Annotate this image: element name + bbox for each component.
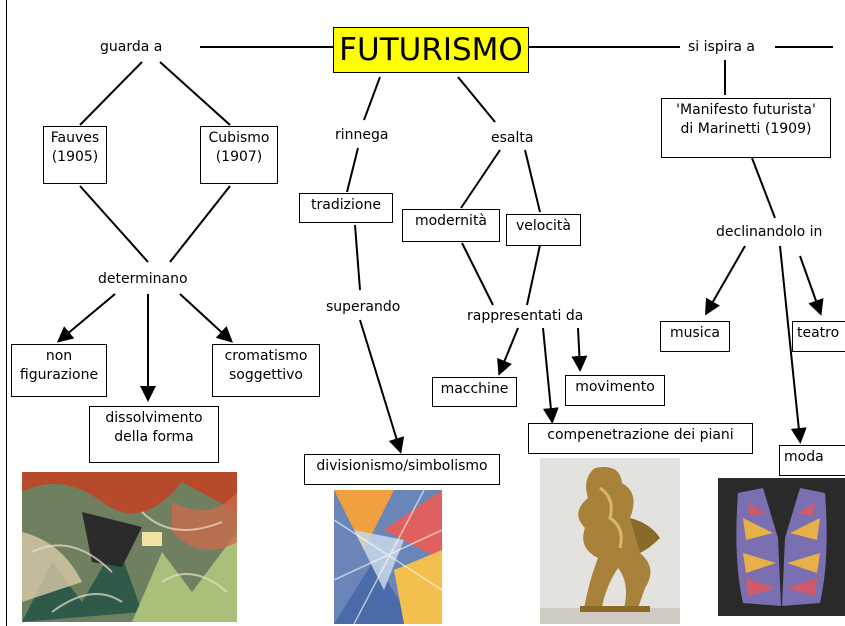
box-macchine: macchine [432, 377, 517, 407]
box-non-figurazione: non figurazione [11, 344, 107, 397]
box-fauves-line1: Fauves [50, 130, 100, 146]
box-manifesto-line1: 'Manifesto futurista' [676, 102, 816, 118]
box-non-figurazione-line1: non [45, 348, 73, 364]
box-manifesto: 'Manifesto futurista' di Marinetti (1909… [661, 98, 831, 158]
label-guarda-a: guarda a [100, 39, 163, 55]
box-divisionismo: divisionismo/simbolismo [304, 454, 500, 485]
box-non-figurazione-line2: figurazione [19, 367, 99, 383]
box-compenetrazione: compenetrazione dei piani [528, 423, 753, 454]
box-fauves: Fauves (1905) [43, 126, 107, 184]
label-superando: superando [326, 299, 401, 315]
box-modernita: modernità [402, 209, 500, 242]
box-cromatismo-line1: cromatismo [224, 348, 308, 364]
label-rinnega: rinnega [335, 127, 389, 143]
box-musica: musica [660, 321, 730, 352]
sculpture-forms-in-space [540, 458, 680, 624]
box-tradizione: tradizione [299, 193, 393, 223]
main-title: FUTURISMO [333, 27, 529, 73]
painting-divisionist [334, 490, 442, 624]
painting-states-of-mind [22, 472, 237, 622]
label-declinandolo-in: declinandolo in [716, 224, 823, 240]
box-cubismo-line2: (1907) [215, 149, 263, 165]
box-cubismo: Cubismo (1907) [200, 126, 278, 184]
diagram-frame [6, 0, 845, 626]
box-teatro: teatro [792, 321, 845, 352]
box-moda: moda [779, 445, 845, 476]
box-velocita: velocità [506, 214, 581, 246]
box-cubismo-line1: Cubismo [208, 130, 270, 146]
box-cromatismo: cromatismo soggettivo [212, 344, 320, 397]
box-dissolvimento: dissolvimento della forma [89, 406, 219, 463]
label-rappresentati-da: rappresentati da [467, 308, 584, 324]
box-cromatismo-line2: soggettivo [229, 367, 303, 383]
box-dissolvimento-line1: dissolvimento [105, 410, 203, 426]
box-movimento: movimento [565, 375, 665, 406]
label-determinano: determinano [98, 271, 188, 287]
label-si-ispira-a: si ispira a [688, 39, 755, 55]
box-manifesto-line2: di Marinetti (1909) [680, 121, 812, 137]
label-esalta: esalta [491, 130, 534, 146]
box-fauves-line2: (1905) [51, 149, 99, 165]
futurist-vest [718, 478, 845, 616]
box-dissolvimento-line2: della forma [114, 429, 194, 445]
